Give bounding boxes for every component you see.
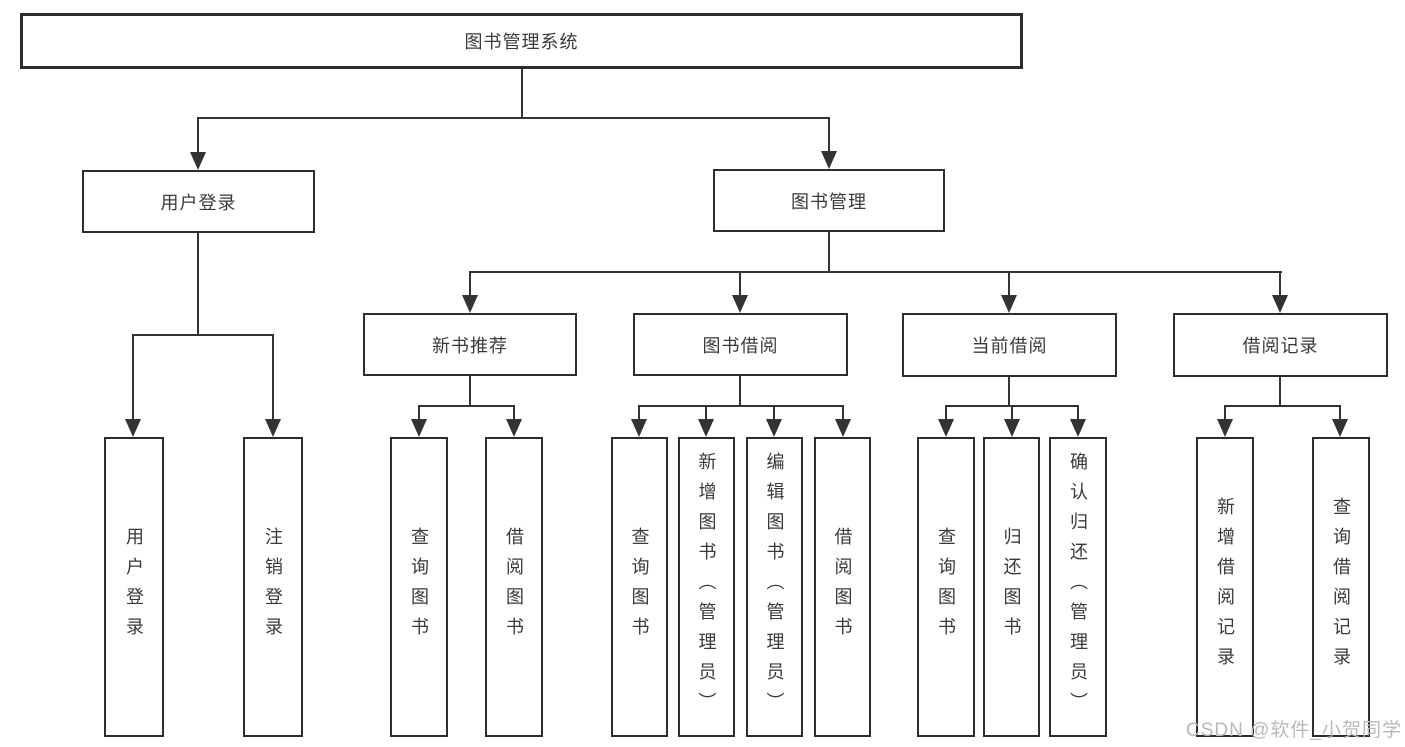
arrowhead — [698, 419, 714, 437]
connector-drop — [842, 405, 844, 420]
connector-drop — [705, 405, 707, 420]
connector-book-mgmt-trunk — [828, 232, 830, 272]
node-label: 新增图书（管理员） — [696, 452, 717, 722]
arrowhead — [938, 419, 954, 437]
connector-current-borrow-trunk — [1008, 377, 1010, 407]
arrowhead-new-books — [462, 295, 478, 313]
node-label: 借阅图书 — [832, 527, 853, 647]
node-current-borrowing: 当前借阅 — [902, 313, 1117, 377]
node-leaf-confirm-return-admin: 确认归还（管理员） — [1049, 437, 1107, 737]
connector-drop-user-login — [197, 117, 199, 155]
arrowhead-user-login — [190, 152, 206, 170]
node-leaf-borrow-books-2: 借阅图书 — [814, 437, 871, 737]
node-label: 确认归还（管理员） — [1068, 452, 1088, 722]
node-label: 借阅记录 — [1242, 336, 1319, 356]
node-label: 注销登录 — [263, 527, 283, 647]
connector-drop-current-borrow — [1008, 271, 1010, 297]
connector-root-trunk — [521, 69, 523, 119]
connector-drop — [945, 405, 947, 420]
node-leaf-return-books: 归还图书 — [983, 437, 1040, 737]
node-label: 查询图书 — [936, 527, 956, 647]
connector-root-bar — [197, 117, 830, 119]
node-label: 新书推荐 — [432, 335, 508, 356]
arrowhead — [1332, 419, 1348, 437]
connector-drop — [1339, 405, 1341, 420]
node-leaf-user-login: 用户登录 — [104, 437, 164, 737]
arrowhead — [1070, 419, 1086, 437]
node-leaf-edit-books-admin: 编辑图书（管理员） — [746, 437, 803, 737]
node-label: 查询图书 — [629, 527, 650, 647]
arrowhead — [1004, 419, 1020, 437]
node-leaf-add-borrow-record: 新增借阅记录 — [1196, 437, 1254, 737]
arrowhead-login-leaf — [125, 419, 141, 437]
node-leaf-query-borrow-record: 查询借阅记录 — [1312, 437, 1370, 737]
arrowhead — [506, 419, 522, 437]
connector-new-books-trunk — [469, 376, 471, 407]
connector-drop — [1224, 405, 1226, 420]
node-leaf-query-books-1: 查询图书 — [390, 437, 448, 737]
node-label: 图书管理 — [791, 191, 867, 212]
node-label: 归还图书 — [1001, 527, 1022, 647]
connector-book-borrow-bar — [638, 405, 844, 407]
connector-drop — [513, 405, 515, 420]
arrowhead — [411, 419, 427, 437]
arrowhead-logout-leaf — [265, 419, 281, 437]
node-leaf-query-books-2: 查询图书 — [611, 437, 668, 737]
arrowhead — [631, 419, 647, 437]
node-leaf-borrow-books-1: 借阅图书 — [485, 437, 543, 737]
node-label: 借阅图书 — [504, 527, 524, 647]
node-label: 编辑图书（管理员） — [764, 452, 785, 722]
node-library-management-system: 图书管理系统 — [20, 13, 1023, 69]
connector-new-books-bar — [418, 405, 515, 407]
node-label: 用户登录 — [160, 192, 237, 213]
connector-borrow-records-trunk — [1279, 377, 1281, 407]
connector-user-login-bar — [132, 334, 274, 336]
connector-drop — [1011, 405, 1013, 420]
node-label: 用户登录 — [124, 527, 144, 647]
connector-borrow-records-bar — [1224, 405, 1341, 407]
connector-drop-borrow-records — [1279, 271, 1281, 297]
connector-drop — [773, 405, 775, 420]
node-label: 新增借阅记录 — [1215, 497, 1235, 677]
connector-user-login-trunk — [197, 233, 199, 336]
node-label: 当前借阅 — [971, 336, 1048, 356]
arrowhead-borrow-records — [1272, 295, 1288, 313]
connector-drop — [418, 405, 420, 420]
connector-drop-new-books — [469, 271, 471, 297]
csdn-watermark: CSDN @软件_小贺同学 — [1186, 720, 1402, 741]
node-leaf-add-books-admin: 新增图书（管理员） — [678, 437, 735, 737]
connector-drop — [1077, 405, 1079, 420]
connector-book-borrow-trunk — [739, 376, 741, 407]
node-label: 查询借阅记录 — [1331, 497, 1351, 677]
node-label: 图书管理系统 — [464, 32, 579, 52]
node-leaf-query-books-3: 查询图书 — [917, 437, 975, 737]
arrowhead-book-borrow — [732, 295, 748, 313]
node-borrowing-records: 借阅记录 — [1173, 313, 1388, 377]
node-new-book-recommendation: 新书推荐 — [363, 313, 577, 376]
arrowhead — [835, 419, 851, 437]
arrowhead — [1217, 419, 1233, 437]
node-book-management: 图书管理 — [713, 169, 945, 232]
arrowhead — [766, 419, 782, 437]
node-label: 查询图书 — [409, 527, 429, 647]
connector-drop-login-leaf — [132, 334, 134, 420]
connector-drop-book-management — [828, 117, 830, 155]
node-leaf-logout: 注销登录 — [243, 437, 303, 737]
connector-drop-logout-leaf — [272, 334, 274, 420]
arrowhead-current-borrow — [1001, 295, 1017, 313]
connector-book-mgmt-bar — [469, 271, 1282, 273]
connector-drop — [638, 405, 640, 420]
arrowhead-book-management — [821, 151, 837, 169]
node-label: 图书借阅 — [702, 335, 779, 356]
node-user-login: 用户登录 — [82, 170, 315, 233]
connector-drop-book-borrow — [739, 271, 741, 297]
node-book-borrowing: 图书借阅 — [633, 313, 848, 376]
